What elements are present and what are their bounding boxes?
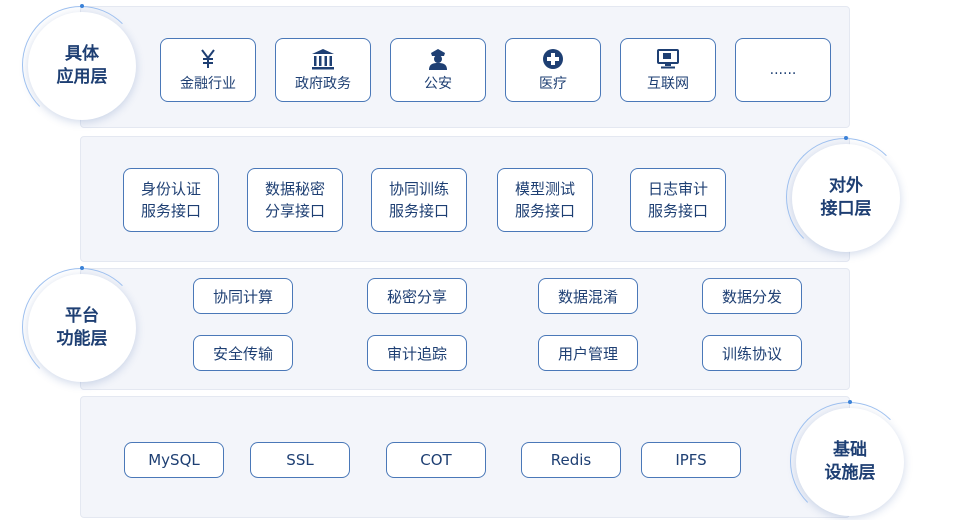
infra-ssl: SSL <box>250 442 350 478</box>
infra-ipfs: IPFS <box>641 442 741 478</box>
interface-secret-sharing: 数据秘密 分享接口 <box>247 168 343 232</box>
app-police-label: 公安 <box>424 76 452 92</box>
platform-layer-title: 平台 功能层 <box>56 306 108 349</box>
application-layer-title: 具体 应用层 <box>56 44 108 87</box>
func-data-distribution: 数据分发 <box>702 278 802 314</box>
func-secret-sharing: 秘密分享 <box>367 278 467 314</box>
medical-cross-icon <box>542 47 564 71</box>
interface-log-audit: 日志审计 服务接口 <box>630 168 726 232</box>
application-layer-label: 具体 应用层 <box>22 4 140 124</box>
app-medical-label: 医疗 <box>539 76 567 92</box>
infra-mysql: MySQL <box>124 442 224 478</box>
infra-redis: Redis <box>521 442 621 478</box>
interface-layer-title: 对外 接口层 <box>820 176 872 219</box>
interface-collab-training: 协同训练 服务接口 <box>371 168 467 232</box>
interface-model-testing: 模型测试 服务接口 <box>497 168 593 232</box>
func-secure-transfer: 安全传输 <box>193 335 293 371</box>
interface-layer-label: 对外 接口层 <box>786 136 904 256</box>
app-finance-label: 金融行业 <box>180 76 236 92</box>
func-data-obfuscation: 数据混淆 <box>538 278 638 314</box>
func-audit-trace: 审计追踪 <box>367 335 467 371</box>
func-training-protocol: 训练协议 <box>702 335 802 371</box>
func-collab-compute: 协同计算 <box>193 278 293 314</box>
app-medical: 医疗 <box>505 38 601 102</box>
infrastructure-layer-label: 基础 设施层 <box>790 400 908 520</box>
app-government: 政府政务 <box>275 38 371 102</box>
app-finance: 金融行业 <box>160 38 256 102</box>
computer-monitor-icon <box>656 47 680 71</box>
infrastructure-layer-title: 基础 设施层 <box>824 440 876 483</box>
app-more: ...... <box>735 38 831 102</box>
app-more-label: ...... <box>769 62 797 78</box>
police-officer-icon <box>427 47 449 71</box>
func-user-management: 用户管理 <box>538 335 638 371</box>
yen-icon <box>199 47 217 71</box>
app-police: 公安 <box>390 38 486 102</box>
app-government-label: 政府政务 <box>295 76 351 92</box>
platform-layer-label: 平台 功能层 <box>22 266 140 386</box>
infra-cot: COT <box>386 442 486 478</box>
government-building-icon <box>311 47 335 71</box>
interface-identity-auth: 身份认证 服务接口 <box>123 168 219 232</box>
app-internet: 互联网 <box>620 38 716 102</box>
app-internet-label: 互联网 <box>647 76 689 92</box>
